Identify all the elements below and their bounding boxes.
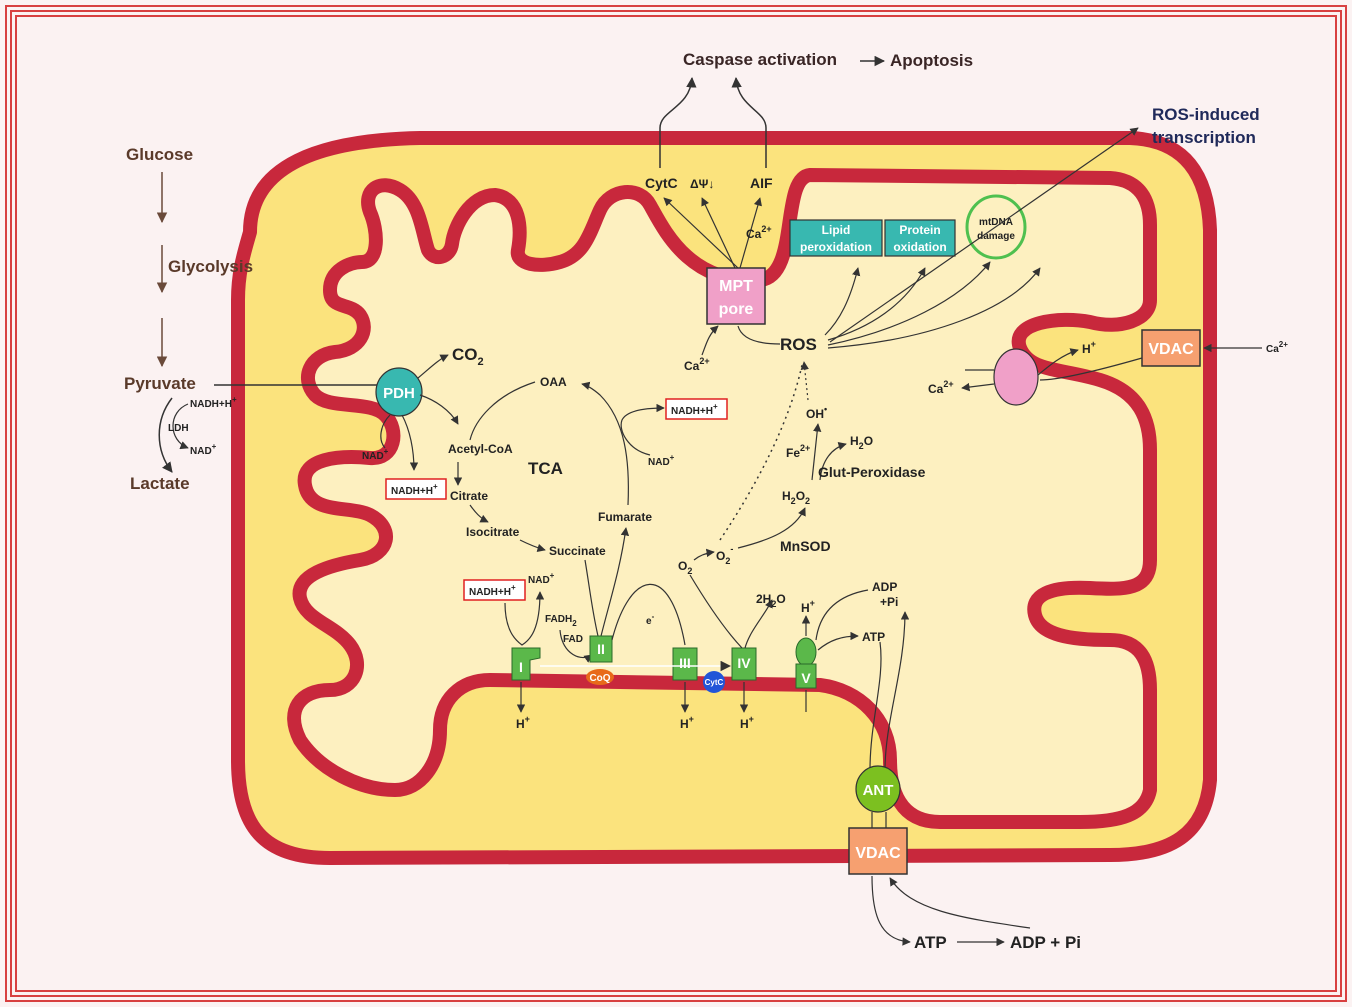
mpt-pore-label-2: pore (719, 301, 754, 318)
fumarate-label: Fumarate (598, 510, 652, 524)
lactate-label: Lactate (130, 474, 190, 493)
oaa-label: OAA (540, 375, 567, 389)
acetyl-coa-label: Acetyl-CoA (448, 442, 513, 456)
lipid-label: Lipid (822, 223, 851, 237)
succinate-label: Succinate (549, 544, 606, 558)
protein-label: Protein (899, 223, 940, 237)
caspase-label: Caspase activation (683, 50, 837, 69)
bottom-atp-label: ATP (914, 933, 947, 952)
ros-label: ROS (780, 335, 817, 354)
citrate-label: Citrate (450, 489, 488, 503)
pyruvate-label: Pyruvate (124, 374, 196, 393)
adp-label: ADP (872, 580, 897, 594)
tca-label: TCA (528, 459, 563, 478)
calcium-uniporter (994, 349, 1038, 405)
glycolysis-label: Glycolysis (168, 257, 253, 276)
isocitrate-label: Isocitrate (466, 525, 520, 539)
oxidation-label: oxidation (893, 240, 946, 254)
complex-2-label: II (597, 641, 605, 657)
vdac-right-label: VDAC (1148, 341, 1194, 358)
vdac-bottom-label: VDAC (855, 845, 901, 862)
glucose-label: Glucose (126, 145, 193, 164)
complex-2: II (590, 636, 612, 662)
complex-3-label: III (679, 655, 691, 671)
pi-label: +Pi (880, 595, 898, 609)
complex-5-label: V (801, 670, 811, 686)
cytc-label: CytC (645, 175, 678, 191)
complex-4-label: IV (737, 655, 751, 671)
vdac-ca-label: Ca2+ (1266, 340, 1288, 355)
bottom-adp-label: ADP + Pi (1010, 933, 1081, 952)
complex-3: III (673, 648, 697, 680)
lactate-nad-label: NAD+ (190, 442, 217, 457)
pyruvate-nadh-label: NADH+H+ (190, 395, 237, 410)
adp-to-vdac-arrow (890, 878, 1030, 928)
mpt-pore-label-1: MPT (719, 278, 753, 295)
glut-peroxidase-label: Glut-Peroxidase (818, 464, 926, 480)
ros-induced-label: ROS-induced (1152, 105, 1260, 124)
ldh-label: LDH (168, 423, 189, 434)
pdh-label: PDH (383, 385, 415, 402)
oh-label: OH• (806, 404, 827, 421)
mnsod-label: MnSOD (780, 538, 831, 554)
vdac-to-atp-arrow (872, 876, 910, 942)
complex-1-label: I (519, 659, 523, 675)
complex-4: IV (732, 648, 756, 680)
etc-cytc-label: CytC (705, 678, 724, 687)
aif-label: AIF (750, 175, 773, 191)
atp-label: ATP (862, 630, 885, 644)
transcription-label: transcription (1152, 128, 1256, 147)
fad-label: FAD (563, 634, 583, 645)
coq-label: CoQ (589, 673, 610, 684)
ant-label: ANT (863, 782, 894, 799)
peroxidation-label: peroxidation (800, 240, 872, 254)
delta-psi-label: ΔΨ↓ (690, 177, 714, 191)
ldh-arrow (159, 398, 172, 472)
apoptosis-label: Apoptosis (890, 51, 973, 70)
